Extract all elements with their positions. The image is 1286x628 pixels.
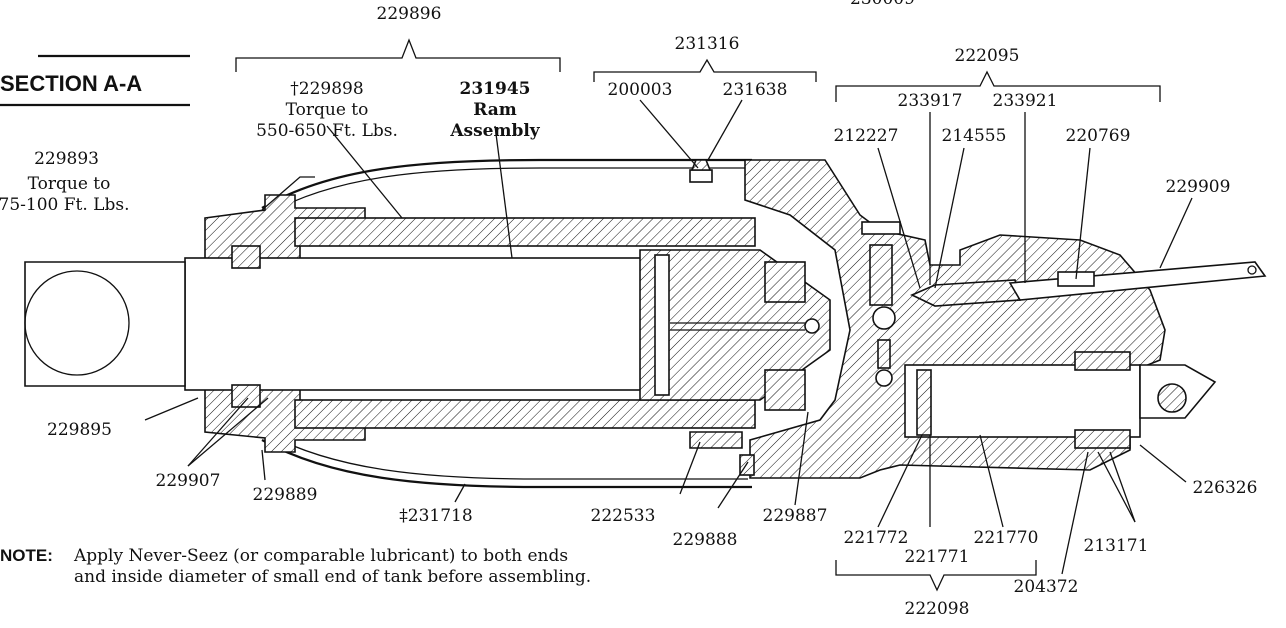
label-213171: 213171 <box>1084 536 1149 556</box>
label-233917: 233917 <box>898 91 963 111</box>
label-222533: 222533 <box>591 506 656 526</box>
label-ram: Ram <box>473 100 517 120</box>
part-labels: SECTION A-A 230009 229896 †229898 Torque… <box>0 0 1257 619</box>
label-229896: 229896 <box>377 4 442 24</box>
note-line-2: and inside diameter of small end of tank… <box>74 567 591 587</box>
barrel-bottom <box>294 399 756 429</box>
label-221771: 221771 <box>905 547 970 567</box>
label-229898: †229898 <box>290 79 363 99</box>
label-229887: 229887 <box>763 506 828 526</box>
label-229893: 229893 <box>34 149 99 169</box>
tank-shell <box>261 158 752 489</box>
label-221770: 221770 <box>974 528 1039 548</box>
label-torque-75: Torque to <box>28 174 111 194</box>
label-229888: 229888 <box>673 530 738 550</box>
barrel-top <box>294 217 756 247</box>
label-233921: 233921 <box>993 91 1058 111</box>
label-torque-75-val: 75-100 Ft. Lbs. <box>0 195 129 215</box>
release-handle <box>1008 261 1267 301</box>
label-212227: 212227 <box>834 126 899 146</box>
note-line-1: Apply Never-Seez (or comparable lubrican… <box>73 546 568 566</box>
label-221772: 221772 <box>844 528 909 548</box>
label-top-cut: 230009 <box>850 0 915 9</box>
rod-eye <box>24 261 186 387</box>
label-200003: 200003 <box>608 80 673 100</box>
ram-rod <box>184 257 646 391</box>
label-229889: 229889 <box>253 485 318 505</box>
check-ball-upper <box>872 306 896 330</box>
label-231316: 231316 <box>675 34 740 54</box>
label-226326: 226326 <box>1193 478 1258 498</box>
label-torque-550-val: 550-650 Ft. Lbs. <box>256 121 398 141</box>
label-assembly: Assembly <box>449 121 540 141</box>
label-220769: 220769 <box>1066 126 1131 146</box>
label-229895: 229895 <box>47 420 112 440</box>
label-222095: 222095 <box>955 46 1020 66</box>
check-ball-lower <box>875 369 893 387</box>
label-torque-550: Torque to <box>286 100 369 120</box>
label-229909: 229909 <box>1166 177 1231 197</box>
note-key: NOTE: <box>0 546 53 565</box>
label-214555: 214555 <box>942 126 1007 146</box>
label-222098: 222098 <box>905 599 970 619</box>
label-229907: 229907 <box>156 471 221 491</box>
cylinder-drawing <box>24 158 1267 489</box>
section-title: SECTION A-A <box>0 71 142 96</box>
label-231718: ‡231718 <box>399 506 472 526</box>
leader-lines <box>144 38 1193 592</box>
plunger-bore <box>904 364 1141 438</box>
label-231638: 231638 <box>723 80 788 100</box>
label-231945: 231945 <box>460 79 531 99</box>
label-204372: 204372 <box>1014 577 1079 597</box>
